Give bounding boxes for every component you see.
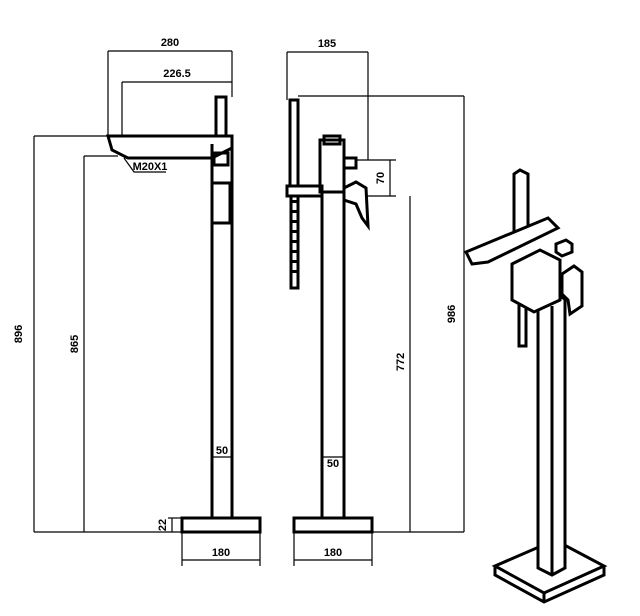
front-dimensions [33, 50, 261, 566]
front-lever [210, 181, 232, 225]
front-pipe [210, 181, 234, 520]
front-view [106, 95, 262, 534]
dim-side-overall-height: 986 [446, 305, 458, 323]
side-hand-shower-head [288, 98, 300, 188]
side-lever [342, 180, 370, 231]
dim-side-spout-height: 772 [395, 353, 407, 371]
front-spout [106, 134, 234, 160]
isometric-view [463, 168, 608, 604]
side-base-plate [292, 516, 374, 534]
side-view [285, 98, 374, 534]
dim-spout-reach: 280 [161, 37, 179, 49]
iso-base-sides [493, 566, 606, 604]
dim-thread: M20X1 [133, 161, 168, 173]
side-hand-shower-handle [289, 194, 300, 290]
front-body [210, 144, 234, 183]
side-cap [322, 134, 342, 146]
iso-spout [463, 216, 561, 266]
iso-body [510, 248, 562, 314]
dim-overall-height: 896 [13, 325, 25, 343]
iso-lever [560, 264, 584, 317]
dim-base-front: 180 [212, 547, 230, 559]
dim-pipe-front: 50 [216, 445, 228, 457]
side-body [318, 138, 346, 194]
front-knob [212, 151, 230, 167]
dim-side-depth: 185 [318, 38, 336, 50]
thread-leader [123, 157, 166, 173]
dim-spout-reach-inner: 226.5 [163, 68, 191, 80]
iso-knob [554, 238, 574, 258]
dim-base-height: 22 [157, 519, 169, 531]
side-knob [342, 156, 358, 170]
dim-base-side: 180 [324, 547, 342, 559]
side-cradle [285, 184, 324, 198]
front-shower-rod [214, 95, 228, 138]
dim-handle-drop: 70 [375, 172, 387, 184]
dim-pipe-side: 50 [327, 458, 339, 470]
side-dimensions [286, 51, 465, 566]
front-base-plate [180, 516, 262, 534]
dim-spout-height: 865 [69, 335, 81, 353]
